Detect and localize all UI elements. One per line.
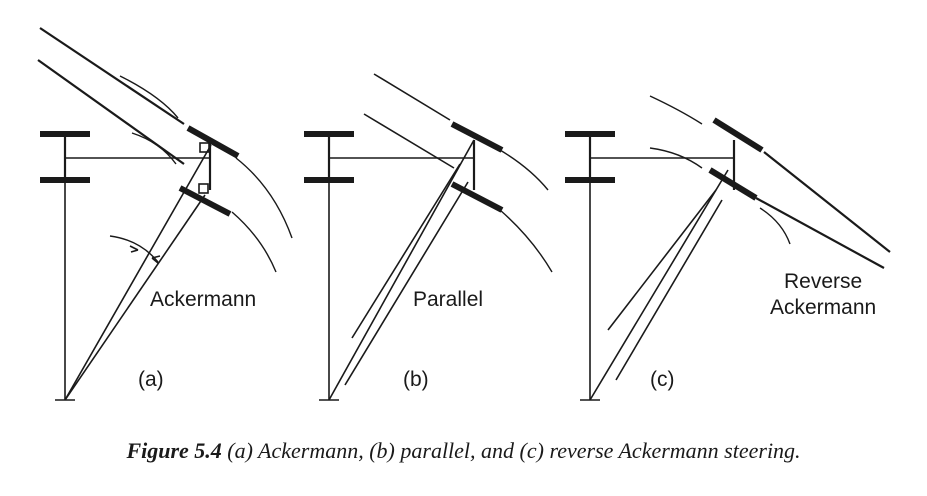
- angle-arrow-left: [129, 245, 139, 253]
- panel-a-tag: (a): [138, 368, 164, 391]
- path-line-upper: [763, 151, 891, 253]
- axis-line-3: [615, 199, 723, 381]
- figure-number: Figure 5.4: [126, 438, 222, 463]
- front-wheel-outer: [450, 121, 504, 153]
- path-arc-inner: [499, 209, 553, 273]
- panel-c-reverse-ackermann: Reverse Ackermann (c): [565, 95, 891, 401]
- front-wheel-inner: [450, 181, 504, 213]
- path-arc-inner: [131, 132, 177, 165]
- axis-line-2: [344, 181, 469, 386]
- front-wheel-outer: [712, 117, 764, 153]
- panel-c-label-line1: Reverse: [784, 270, 862, 293]
- front-wheel-inner: [178, 185, 232, 217]
- front-wheel-inner: [708, 167, 758, 201]
- path-line-lower: [363, 113, 455, 169]
- path-line-lower: [755, 197, 885, 269]
- path-line-upper: [39, 27, 185, 125]
- axis-line-1: [64, 144, 212, 401]
- path-arc-inner: [649, 147, 703, 169]
- axis-line-2: [64, 194, 206, 401]
- path-arc-outer: [649, 95, 703, 125]
- path-arc-inner-2: [231, 211, 277, 273]
- angle-arrow-right: [151, 255, 161, 264]
- panel-a-label: Ackermann: [150, 288, 256, 311]
- panel-a-ackermann: Ackermann (a): [37, 27, 293, 401]
- right-angle-marker-bottom: [198, 183, 209, 194]
- axis-line-1: [589, 169, 729, 401]
- panel-b-tag: (b): [403, 368, 429, 391]
- axis-line-2: [607, 189, 717, 331]
- angle-arc: [109, 235, 159, 263]
- figure-caption-text: (a) Ackermann, (b) parallel, and (c) rev…: [227, 438, 801, 463]
- front-wheel-outer: [186, 125, 240, 159]
- path-arc-lower: [759, 207, 791, 245]
- panel-b-parallel: Parallel (b): [304, 73, 553, 401]
- panel-b-label: Parallel: [413, 288, 483, 311]
- right-angle-marker-top: [199, 142, 210, 153]
- panel-c-tag: (c): [650, 368, 675, 391]
- axis-line-1: [328, 139, 475, 401]
- panel-c-label-line2: Ackermann: [770, 296, 876, 319]
- path-line-upper: [373, 73, 451, 121]
- path-arc-outer-2: [235, 157, 293, 239]
- path-arc-outer: [499, 149, 549, 191]
- path-arc-outer: [119, 75, 179, 119]
- figure-caption: Figure 5.4 (a) Ackermann, (b) parallel, …: [0, 438, 927, 464]
- axis-line-3: [351, 163, 461, 339]
